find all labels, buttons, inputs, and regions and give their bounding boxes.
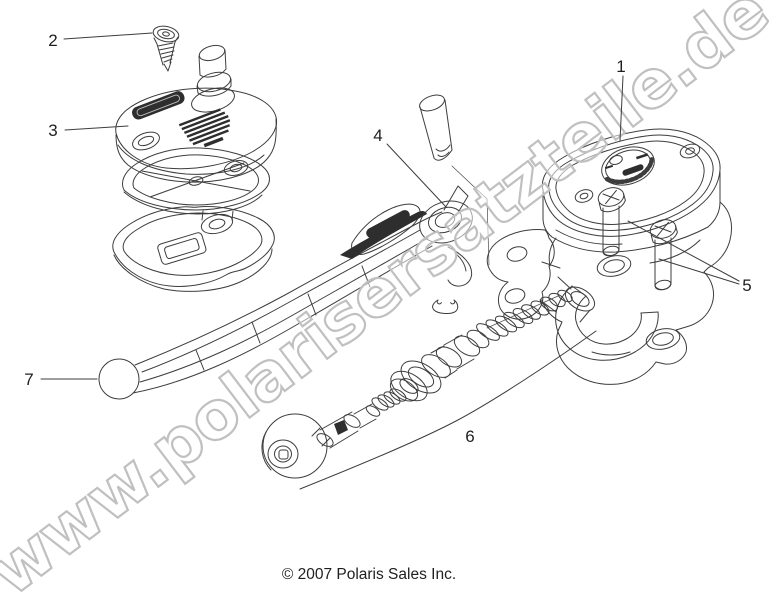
copyright-text: © 2007 Polaris Sales Inc. [282, 566, 456, 583]
cover-diaphragm [122, 147, 270, 215]
polaris-logo-patch [132, 91, 185, 120]
small-spring [371, 388, 407, 411]
lever-logo-patch [366, 210, 410, 238]
spring-seat [389, 370, 428, 402]
cover-cap [115, 87, 278, 183]
brake-lever [98, 185, 473, 400]
retainer-washer [400, 360, 442, 394]
reservoir-cover-screw [152, 25, 180, 72]
callout-5: 5 [742, 276, 751, 295]
cover-warning-text [178, 108, 231, 148]
piston [421, 329, 490, 379]
clamp-ear-lower [645, 328, 681, 350]
cover-screw-front [597, 187, 626, 257]
lever-pivot-pin [419, 94, 490, 266]
lever-ball-end [98, 358, 140, 400]
lever-shade-band [340, 210, 427, 259]
leader-line-2 [63, 32, 153, 40]
reservoir-cap [601, 146, 655, 186]
leader-line-4 [386, 143, 447, 208]
callout-2: 2 [48, 31, 57, 50]
leader-line-3 [64, 125, 129, 131]
cover-screws [597, 187, 678, 291]
clamp-ear-upper [596, 255, 632, 277]
master-cylinder-reservoir [541, 128, 721, 253]
callout-6: 6 [465, 427, 474, 446]
cover-screw-rear [649, 219, 678, 291]
leader-line-1 [619, 75, 624, 142]
dust-boot [261, 413, 331, 479]
lever-pivot-boss [419, 185, 473, 287]
callout-7: 7 [24, 370, 33, 389]
callouts: 1 2 3 4 5 6 7 [24, 31, 752, 490]
reservoir-cover-assembly [112, 44, 278, 292]
callout-3: 3 [48, 121, 57, 140]
leader-line-6 [299, 330, 597, 490]
cover-gasket [112, 206, 275, 292]
callout-4: 4 [373, 126, 382, 145]
leader-line-5 [627, 220, 740, 285]
snap-ring [432, 299, 459, 314]
piston-spring [476, 289, 573, 341]
callout-1: 1 [616, 57, 625, 76]
cylinder-bore [557, 276, 596, 323]
master-cylinder-body [486, 201, 733, 385]
pushrod [316, 403, 381, 449]
piston-repair-kit [261, 289, 573, 479]
cover-vent-knob [196, 44, 232, 97]
